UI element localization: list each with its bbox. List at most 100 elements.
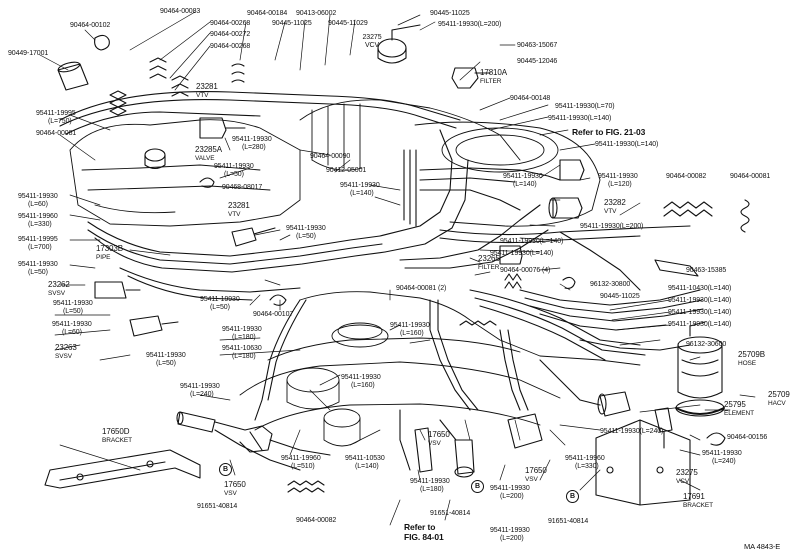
label-96132-30600: 96132-30600 [686,341,727,348]
label-90463-15385: 90463-15385 [686,267,727,274]
label-95411-19930-L200-d: 95411-19930(L=200) [490,527,530,542]
label-95411-19930-L50-b: 95411-19930(L=50) [286,225,326,240]
label-95411-19930-L180-a: 95411-19930(L=180) [222,326,262,341]
bolt-marker-b-right: B [566,490,579,503]
label-95411-19930-L140-h: 95411-19930(L=140) [668,309,732,316]
label-90464-00082-a: 90464-00082 [666,173,707,180]
label-95411-19930-L50-f: 95411-19930(L=50) [146,352,186,367]
label-95411-19930-L140-i: 95411-19930(L=140) [668,321,732,328]
label-90464-00184: 90464-00184 [247,10,288,17]
engine-block-outline [69,99,641,447]
label-95411-19930-L280: 95411-19930(L=280) [232,136,272,151]
label-95411-19930-L200-top: 95411-19930(L=200) [438,21,502,28]
label-90449-17001: 90449-17001 [8,50,49,57]
label-95411-19930-L180-b: 95411-19930(L=180) [410,478,450,493]
label-90445-11025-c: 90445-11025 [600,293,640,300]
label-95411-19960-L330-b: 95411-19960(L=330) [565,455,605,470]
label-95411-19930-L50-c: 95411-19930(L=50) [18,261,58,276]
label-91651-40814-a: 91651-40814 [197,503,238,510]
label-90412-05001: 90412-05001 [326,167,367,174]
label-90464-00156: 90464-00156 [727,434,768,441]
label-95411-19930-L50-e: 95411-19930(L=50) [53,300,93,315]
label-91651-40814-b: 91651-40814 [430,510,471,517]
label-95411-19930-L140-b: 95411-19930(L=140) [595,141,659,148]
label-90464-00268-b: 90464-00268 [210,43,251,50]
label-95411-19960-L330-a: 95411-19960(L=330) [18,213,58,228]
label-95411-19930-L140-d: 95411-19930(L=140) [340,182,380,197]
label-90463-15067: 90463-15067 [517,42,558,49]
label-95411-19930-L50-d: 95411-19930(L=50) [200,296,240,311]
label-90464-00076-x4: 90464-00076 (4) [500,267,551,274]
label-96132-30800: 96132-30800 [590,281,631,288]
label-95411-10430-L140: 95411-10430(L=140) [668,285,732,292]
label-95411-19930-L160-b: 95411-19930(L=160) [341,374,381,389]
label-95411-19930-L60-b: 95411-19930(L=60) [52,321,92,336]
label-90464-00081-b: 90464-00081 [730,173,771,180]
label-90468-08017: 90468-08017 [222,184,263,191]
label-95411-19930-L70: 95411-19930(L=70) [555,103,615,110]
label-90464-00081-x2: 90464-00081 (2) [396,285,447,292]
label-95411-19995-L700: 95411-19995(L=700) [18,236,58,251]
label-95411-19930-L240-b: 95411-19930(L=240) [600,428,664,435]
label-90445-11029: 90445-11029 [328,20,368,27]
bolt-marker-b-left: B [219,463,232,476]
label-90445-12046: 90445-12046 [517,58,558,65]
label-90464-00272: 90464-00272 [210,31,251,38]
label-90464-00082-b: 90464-00082 [296,517,337,524]
label-95411-19930-L240-c: 95411-19930(L=240) [702,450,742,465]
label-95411-19930-L50-a: 95411-19930(L=50) [214,163,254,178]
label-95411-19930-L200-c: 95411-19930(L=200) [490,485,530,500]
label-95411-19930-L160-a: 95411-19930(L=160) [390,322,430,337]
label-95411-19930-L140-a: 95411-19930(L=140) [548,115,612,122]
label-95411-19995-L750: 95411-19995(L=750) [36,110,76,125]
label-95411-10630-L180: 95411-10630(L=180) [222,345,262,360]
label-95411-19960-L510: 95411-19960(L=510) [281,455,321,470]
label-95411-19930-L140-f: 95411-19930(L=140) [490,250,554,257]
hose-bundle [59,91,704,471]
label-90464-00090: 90464-00090 [310,153,351,160]
bolt-marker-b-center: B [471,480,484,493]
label-95411-19930-L140-e: 95411-19930(L=140) [500,238,564,245]
label-90413-06002: 90413-06002 [296,10,337,17]
label-95411-19930-L140-g: 95411-19930(L=140) [668,297,732,304]
diagram-id: MA 4843-E [744,542,781,551]
label-90445-11025-b: 90445-11025 [430,10,470,17]
label-95411-10530-L140: 95411-10530(L=140) [345,455,385,470]
label-95411-19930-L240-a: 95411-19930(L=240) [180,383,220,398]
label-90464-00081-a: 90464-00081 [36,130,77,137]
label-90464-00083: 90464-00083 [160,8,201,15]
label-95411-19930-L140-c: 95411-19930(L=140) [503,173,543,188]
label-90464-00268-a: 90464-00268 [210,20,251,27]
reference-fig-21-03: Refer to FIG. 21-03 [572,127,646,137]
label-95411-19930-L60-a: 95411-19930(L=60) [18,193,58,208]
label-90445-11025-a: 90445-11025 [272,20,312,27]
label-91651-40814-c: 91651-40814 [548,518,589,525]
label-95411-19930-L200-b: 95411-19930(L=200) [580,223,644,230]
component-shapes [44,24,750,506]
label-90464-00107: 90464-00107 [253,311,294,318]
label-90464-00148: 90464-00148 [510,95,551,102]
label-90464-00102: 90464-00102 [70,22,111,29]
